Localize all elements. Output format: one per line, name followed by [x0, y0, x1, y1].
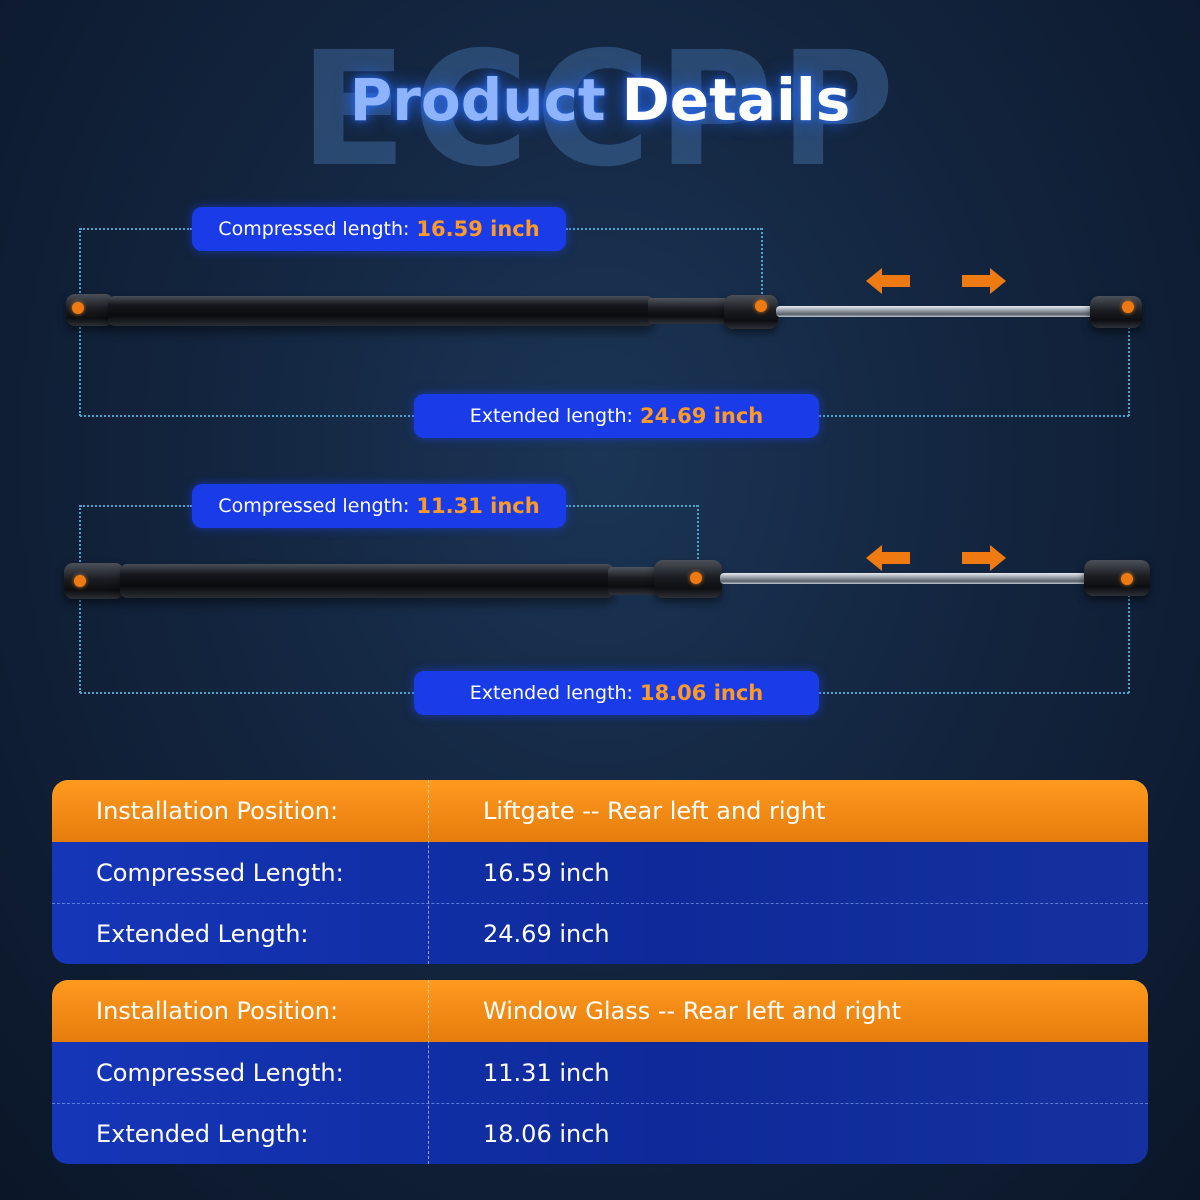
strut-2-extended-pill: Extended length: 18.06 inch — [414, 671, 819, 715]
spec-table-1-compressed-row: Compressed Length: 16.59 inch — [52, 842, 1148, 903]
spec-table-2-installation-label: Installation Position: — [96, 997, 339, 1025]
strut-1-extended-dim-line-end — [1128, 316, 1130, 416]
strut-2-right-mount-hole — [1121, 573, 1133, 585]
spec-table-1-installation-label: Installation Position: — [96, 797, 339, 825]
strut-1-left-mount-hole — [72, 302, 84, 314]
strut-2-piston-rod — [720, 573, 1088, 584]
spec-table-2-compressed-label: Compressed Length: — [96, 1058, 344, 1087]
strut-1-arrow-left-icon — [866, 268, 910, 294]
title-part-details: Details — [621, 66, 851, 134]
strut-2-left-fitting — [64, 563, 124, 599]
strut-2-extended-label: Extended length: — [469, 682, 633, 704]
strut-1-compressed-label: Compressed length: — [218, 218, 410, 240]
spec-table-2-extended-row: Extended Length: 18.06 inch — [52, 1103, 1148, 1164]
strut-2-extended-dim-line-end — [1128, 588, 1130, 693]
spec-table-1-compressed-label: Compressed Length: — [96, 858, 344, 887]
title-part-product: Product — [349, 66, 606, 134]
strut-2-middle-fitting — [654, 560, 722, 598]
strut-2-arrow-left-icon — [866, 545, 910, 571]
strut-2-arrow-right-icon — [962, 545, 1006, 571]
strut-2-compressed-label: Compressed length: — [218, 495, 410, 517]
strut-1-arrow-right-icon — [962, 268, 1006, 294]
spec-table-liftgate: Installation Position: Liftgate -- Rear … — [52, 780, 1148, 964]
strut-1-middle-mount-hole — [755, 300, 767, 312]
strut-2-cylinder — [120, 564, 614, 598]
strut-1-cylinder-collar — [648, 298, 728, 324]
spec-table-1-extended-row: Extended Length: 24.69 inch — [52, 903, 1148, 964]
spec-table-2-compressed-value: 11.31 inch — [483, 1058, 610, 1087]
strut-1-compressed-dim-line-left — [80, 228, 192, 230]
strut-1-right-fitting — [1090, 296, 1142, 328]
strut-2-dim-line-left-end — [79, 505, 81, 693]
strut-2-compressed-pill: Compressed length: 11.31 inch — [192, 484, 566, 528]
strut-2-extended-dim-line-right — [819, 692, 1129, 694]
strut-2-left-mount-hole — [74, 575, 86, 587]
strut-2-compressed-value: 11.31 inch — [416, 494, 540, 518]
spec-table-1-compressed-value: 16.59 inch — [483, 858, 610, 887]
strut-2-middle-mount-hole — [690, 572, 702, 584]
strut-1-extended-dim-line-left — [80, 415, 414, 417]
spec-table-2-installation-row: Installation Position: Window Glass -- R… — [52, 980, 1148, 1042]
spec-table-1-installation-value: Liftgate -- Rear left and right — [483, 797, 826, 825]
strut-2-compressed-dim-line-right — [566, 505, 698, 507]
strut-1-compressed-value: 16.59 inch — [416, 217, 540, 241]
strut-2-right-fitting — [1084, 560, 1150, 596]
spec-table-1-installation-row: Installation Position: Liftgate -- Rear … — [52, 780, 1148, 842]
spec-table-2-extended-value: 18.06 inch — [483, 1119, 610, 1148]
strut-1-piston-rod — [776, 306, 1094, 317]
spec-table-1-column-divider — [428, 780, 429, 964]
spec-table-2-installation-value: Window Glass -- Rear left and right — [483, 997, 902, 1025]
strut-1-compressed-dim-line-end — [761, 228, 763, 306]
strut-1-middle-fitting — [724, 295, 778, 329]
strut-1-extended-value: 24.69 inch — [639, 404, 764, 428]
strut-1-extended-label: Extended length: — [469, 405, 633, 427]
spec-table-2-compressed-row: Compressed Length: 11.31 inch — [52, 1042, 1148, 1103]
strut-1-cylinder — [108, 296, 654, 326]
strut-1-right-mount-hole — [1122, 301, 1134, 313]
strut-1-extended-dim-line-right — [819, 415, 1129, 417]
spec-table-2-extended-label: Extended Length: — [96, 1119, 309, 1148]
spec-table-1-extended-value: 24.69 inch — [483, 919, 610, 948]
brand-watermark: ECCPP — [299, 18, 901, 202]
strut-2-extended-dim-line-left — [80, 692, 414, 694]
strut-2-compressed-dim-line-end — [697, 505, 699, 571]
strut-2-compressed-dim-line-left — [80, 505, 192, 507]
strut-1-compressed-pill: Compressed length: 16.59 inch — [192, 207, 566, 251]
spec-table-1-extended-label: Extended Length: — [96, 919, 309, 948]
spec-table-2-column-divider — [428, 980, 429, 1164]
spec-table-window-glass: Installation Position: Window Glass -- R… — [52, 980, 1148, 1164]
strut-2-cylinder-collar — [608, 567, 660, 595]
strut-1-extended-pill: Extended length: 24.69 inch — [414, 394, 819, 438]
strut-2-extended-value: 18.06 inch — [639, 681, 764, 705]
strut-1-compressed-dim-line-right — [566, 228, 762, 230]
